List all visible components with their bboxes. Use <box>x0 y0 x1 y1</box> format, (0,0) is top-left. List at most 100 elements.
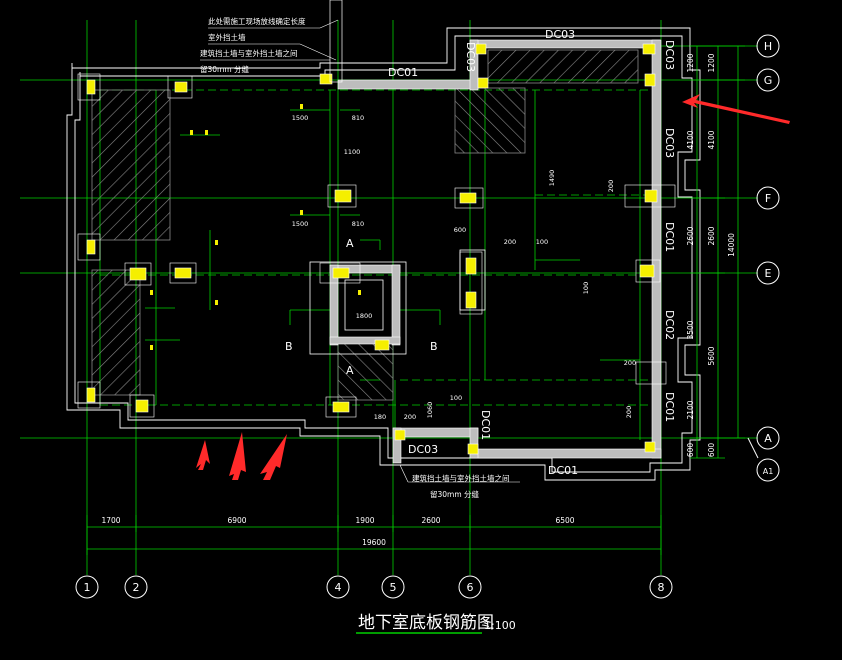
section-label: A <box>346 364 354 377</box>
inner-dim: 1490 <box>548 170 556 187</box>
wall-label: DC01 <box>663 222 676 252</box>
grid-col-label: 1 <box>84 581 91 594</box>
column <box>174 81 188 93</box>
dim-right: 600 <box>686 443 695 458</box>
wall-label: DC01 <box>548 464 578 477</box>
column <box>332 401 350 413</box>
grid-col-label: 4 <box>335 581 342 594</box>
dim-right: 2600 <box>686 226 695 245</box>
inner-dim: 100 <box>536 238 548 246</box>
grid-row-label: A <box>764 432 772 445</box>
inner-dim: 1100 <box>344 148 361 156</box>
column <box>644 189 658 203</box>
grid-col-label: 8 <box>658 581 665 594</box>
wall-labels: DC01 DC03 DC03 DC03 DC03 DC01 DC02 DC01 … <box>388 28 676 477</box>
section-label: A <box>346 237 354 250</box>
inner-dim: 200 <box>625 406 633 418</box>
wall-column-top <box>329 0 343 83</box>
dim-6500: 6500 <box>555 516 574 525</box>
column <box>644 441 656 453</box>
inner-dim: 100 <box>582 282 590 294</box>
inner-dim: 200 <box>607 180 615 192</box>
wall-label: DC01 <box>388 66 418 79</box>
column <box>465 291 477 309</box>
hatched-areas <box>91 49 639 401</box>
columns <box>86 43 658 455</box>
bottom-dimension-text: 1700 6900 1900 2600 6500 19600 <box>101 516 574 547</box>
dim-right-total: 14000 <box>727 233 736 257</box>
dim-right: 2100 <box>686 400 695 419</box>
grid-bubbles <box>75 34 780 599</box>
dim-total: 19600 <box>362 538 386 547</box>
inner-dim: 100 <box>450 394 462 402</box>
inner-dim: 1500 <box>292 114 309 122</box>
dim-right-extra: 600 <box>707 443 716 458</box>
dim-right: 3500 <box>686 320 695 339</box>
column <box>319 73 333 85</box>
wall-label: DC01 <box>479 410 492 440</box>
section-label: B <box>285 340 293 353</box>
inner-dim: 810 <box>352 114 364 122</box>
column <box>86 387 96 403</box>
grid-row-label: A1 <box>763 467 774 476</box>
grid-row-label: H <box>764 40 772 53</box>
column <box>334 189 352 203</box>
notes-bottom: 建筑挡土墙与室外挡土墙之间 留30mm 分缝 <box>412 473 510 499</box>
inner-room-outline <box>309 249 486 355</box>
column <box>459 192 477 204</box>
column <box>477 77 489 89</box>
grid-bubble-labels: H G F E A A1 1 2 4 5 6 8 <box>84 40 774 594</box>
wall-label: DC03 <box>663 40 676 70</box>
scale-text: 1:100 <box>484 619 516 632</box>
column <box>374 339 390 351</box>
grid-col-label: 5 <box>390 581 397 594</box>
dim-right-sub: 1200 <box>707 53 716 72</box>
column <box>86 79 96 95</box>
column <box>174 267 192 279</box>
dim-6900: 6900 <box>227 516 246 525</box>
wall-label: DC02 <box>663 310 676 340</box>
grid-row-label: G <box>764 74 773 87</box>
inner-dims: 1100 600 200 100 1800 200 100 180 200 15… <box>292 114 636 421</box>
wall-label: DC03 <box>663 128 676 158</box>
note: 建筑挡土墙与室外挡土墙之间 <box>412 473 510 483</box>
note: 建筑挡土墙与室外挡土墙之间 <box>200 48 298 58</box>
dim-right: 4100 <box>686 130 695 149</box>
notes-top: 此处需施工现场放线确定长度 室外挡土墙 建筑挡土墙与室外挡土墙之间 留30mm … <box>200 16 306 74</box>
column-outlines <box>77 73 676 418</box>
inner-dim: 180 <box>374 413 386 421</box>
thick-walls <box>329 39 662 464</box>
inner-dim: 1500 <box>292 220 309 228</box>
inner-dim: 1800 <box>356 312 373 320</box>
inner-dim: 200 <box>504 238 516 246</box>
wall-label: DC03 <box>464 42 477 72</box>
inner-dim: 810 <box>352 220 364 228</box>
grid-row-label: E <box>765 267 772 280</box>
dim-2600: 2600 <box>421 516 440 525</box>
wall-label: DC03 <box>408 443 438 456</box>
grid-row-label: F <box>765 192 771 205</box>
column <box>86 239 96 255</box>
note: 留30mm 分缝 <box>200 64 250 74</box>
dim-1900: 1900 <box>355 516 374 525</box>
red-arrows <box>196 94 790 480</box>
note: 此处需施工现场放线确定长度 <box>208 16 306 26</box>
column <box>644 73 656 87</box>
inner-dim: 200 <box>404 413 416 421</box>
title-text: 地下室底板钢筋图 <box>358 613 494 633</box>
arrow-up <box>260 434 287 480</box>
section-label: B <box>430 340 438 353</box>
wall-label: DC01 <box>663 392 676 422</box>
right-dimension-text: 1200 4100 2600 3500 2100 600 1200 4100 2… <box>686 53 736 457</box>
column <box>394 429 406 441</box>
column <box>639 264 655 278</box>
column <box>475 43 487 55</box>
column <box>332 267 350 279</box>
grid-col-label: 2 <box>133 581 140 594</box>
note: 室外挡土墙 <box>208 32 246 42</box>
grid-col-label: 6 <box>467 581 474 594</box>
dim-right: 1200 <box>686 53 695 72</box>
inner-dim: 200 <box>624 359 636 367</box>
